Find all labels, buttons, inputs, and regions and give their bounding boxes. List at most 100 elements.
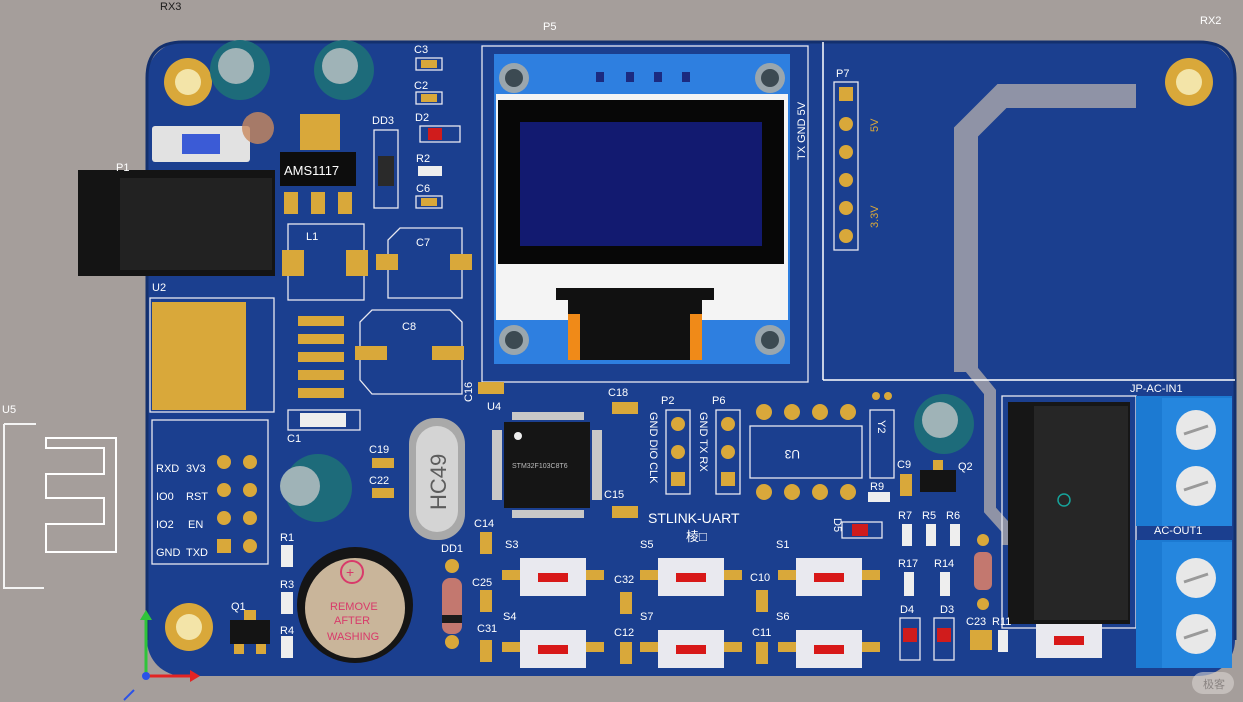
svg-text:R4: R4 <box>280 625 294 637</box>
electrolytic-capacitor <box>914 394 974 454</box>
capacitor-c15: C15 <box>604 489 638 518</box>
resistor-axial <box>974 534 992 610</box>
oled-outline <box>481 45 809 383</box>
button-s4[interactable]: S4 <box>502 611 604 668</box>
dc-jack-p1: P1 <box>78 162 275 276</box>
crystal-y2: Y2 <box>869 392 895 479</box>
svg-text:C32: C32 <box>614 574 634 586</box>
led-d2: D2 <box>415 112 461 143</box>
svg-text:C12: C12 <box>614 627 634 639</box>
antenna-u5: U5 <box>2 404 117 589</box>
led-d4: D4 <box>899 604 921 661</box>
capacitor-c12: C12 <box>614 627 634 664</box>
button-relay[interactable] <box>1036 624 1102 658</box>
buzzer: + REMOVE AFTER WASHING <box>297 547 413 663</box>
led-glow <box>242 112 274 144</box>
svg-text:C3: C3 <box>414 44 428 56</box>
resistor-r5: R5 <box>922 510 936 546</box>
svg-text:S4: S4 <box>503 611 516 623</box>
svg-text:STM32F103C8T6: STM32F103C8T6 <box>512 463 568 470</box>
svg-text:C6: C6 <box>416 183 430 195</box>
capacitor-c8: C8 <box>355 309 464 395</box>
svg-text:Y2: Y2 <box>875 420 887 433</box>
capacitor-c31: C31 <box>477 623 497 662</box>
svg-text:C16: C16 <box>463 382 475 402</box>
svg-text:R5: R5 <box>922 510 936 522</box>
svg-text:RST: RST <box>186 491 208 503</box>
svg-text:R14: R14 <box>934 558 954 570</box>
smd-c6: C6 <box>415 183 443 209</box>
svg-text:C23: C23 <box>966 616 986 628</box>
terminal-ac-in: JP-AC-IN1 <box>1130 383 1232 526</box>
svg-text:3.3V: 3.3V <box>869 205 881 228</box>
svg-text:D4: D4 <box>900 604 914 616</box>
svg-text:C2: C2 <box>414 80 428 92</box>
capacitor-c7: C7 <box>376 227 472 299</box>
svg-text:IO0: IO0 <box>156 491 174 503</box>
svg-text:C25: C25 <box>472 577 492 589</box>
svg-text:AMS1117: AMS1117 <box>284 163 339 178</box>
svg-text:R6: R6 <box>946 510 960 522</box>
header-p6: P6 GND TX RX <box>697 395 741 495</box>
crystal-hc49: HC49 <box>409 418 465 540</box>
module-u2: U2 <box>149 282 344 413</box>
electrolytic-capacitor <box>314 40 374 100</box>
svg-text:C31: C31 <box>477 623 497 635</box>
mcu-chip: STM32F103C8T6 <box>492 412 602 518</box>
svg-text:IO2: IO2 <box>156 519 174 531</box>
button-s7[interactable]: S7 <box>640 611 742 668</box>
resistor-r1: R1 <box>280 532 294 567</box>
svg-text:Q2: Q2 <box>958 461 973 473</box>
svg-text:C22: C22 <box>369 475 389 487</box>
capacitor-c11: C11 <box>752 627 771 664</box>
inductor-l1: L1 <box>282 223 368 301</box>
svg-text:D5: D5 <box>831 518 843 532</box>
svg-text:GND: GND <box>156 547 181 559</box>
label-rx2: RX2 <box>1200 15 1221 27</box>
diode-dd3: DD3 <box>372 115 399 209</box>
svg-text:C18: C18 <box>608 387 628 399</box>
ic-u3: U3 <box>749 404 863 500</box>
svg-text:HC49: HC49 <box>426 454 451 510</box>
resistor-r4: R4 <box>280 625 294 658</box>
transistor-q2: Q2 <box>920 460 973 492</box>
smd-r2: R2 <box>416 153 442 176</box>
capacitor-c14: C14 <box>474 518 494 554</box>
regulator-ams1117: AMS1117 <box>280 114 356 214</box>
smd-c3: C3 <box>414 44 443 71</box>
svg-text:L1: L1 <box>306 231 318 243</box>
led-d3: D3 <box>933 604 955 661</box>
resistor-r3: R3 <box>280 579 294 614</box>
electrolytic-capacitor <box>280 454 352 522</box>
svg-text:C9: C9 <box>897 459 911 471</box>
resistor-r17: R17 <box>898 558 918 596</box>
header-p7: P7 5V 3.3V <box>833 68 881 251</box>
svg-text:S7: S7 <box>640 611 653 623</box>
svg-text:R17: R17 <box>898 558 918 570</box>
label-p5: P5 <box>543 21 556 33</box>
header-p2: P2 GND DIO CLK <box>647 395 691 495</box>
svg-text:C7: C7 <box>416 237 430 249</box>
svg-text:R2: R2 <box>416 153 430 165</box>
smd-c2: C2 <box>414 80 443 105</box>
svg-text:P2: P2 <box>661 395 674 407</box>
capacitor-c19: C19 <box>369 444 394 468</box>
svg-text:D2: D2 <box>415 112 429 124</box>
svg-text:AC-OUT1: AC-OUT1 <box>1154 525 1202 537</box>
svg-text:R1: R1 <box>280 532 294 544</box>
svg-text:C19: C19 <box>369 444 389 456</box>
resistor-r14: R14 <box>934 558 954 596</box>
svg-text:U5: U5 <box>2 404 16 416</box>
svg-text:JP-AC-IN1: JP-AC-IN1 <box>1130 383 1183 395</box>
svg-text:5V: 5V <box>869 118 881 132</box>
mounting-hole-rx2 <box>1165 58 1213 106</box>
button-s5[interactable]: S5 <box>640 539 742 596</box>
button-s6[interactable]: S6 <box>776 611 880 668</box>
button-s1[interactable]: S1 <box>776 539 880 596</box>
slide-switch-knob[interactable] <box>182 134 220 154</box>
button-s3[interactable]: S3 <box>502 539 604 596</box>
terminal-ac-out: AC-OUT1 <box>1136 525 1232 668</box>
resistor-r7: R7 <box>898 510 912 546</box>
svg-text:Q1: Q1 <box>231 601 246 613</box>
svg-text:极客: 极客 <box>1203 677 1225 691</box>
